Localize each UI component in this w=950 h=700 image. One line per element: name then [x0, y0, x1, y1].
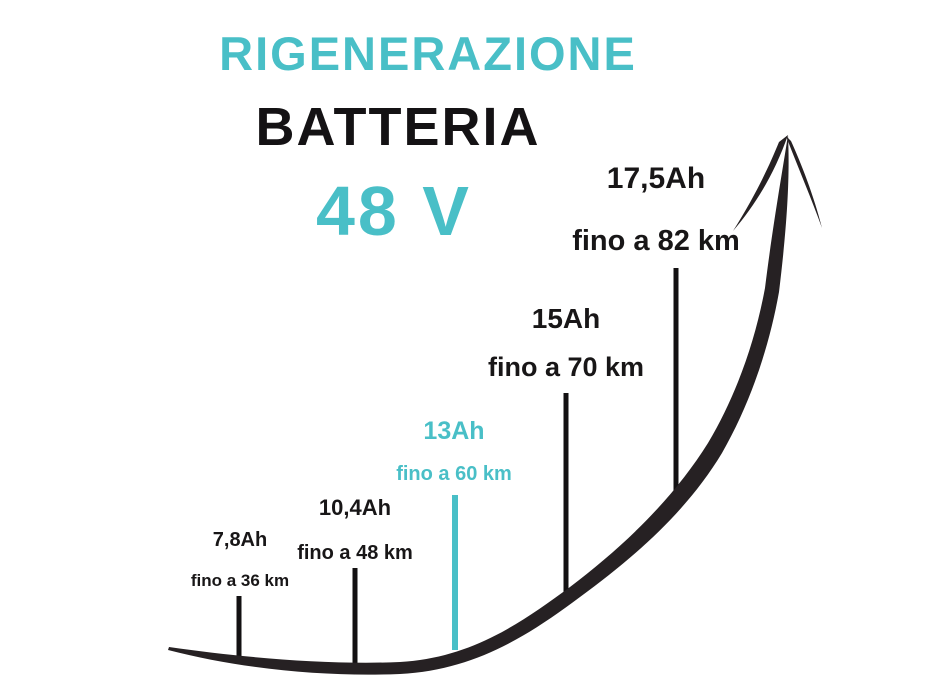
- marker-17-5ah: 17,5Ah fino a 82 km: [572, 162, 740, 258]
- marker-10-4ah: 10,4Ah fino a 48 km: [297, 495, 413, 565]
- capacity-label: 15Ah: [531, 303, 601, 334]
- range-label: fino a 36 km: [190, 571, 290, 590]
- capacity-label: 10,4Ah: [318, 495, 392, 520]
- marker-13ah-highlighted: 13Ah fino a 60 km: [396, 417, 512, 486]
- voltage-label: 48 V: [316, 172, 472, 250]
- range-label: fino a 82 km: [572, 225, 740, 257]
- capacity-label: 7,8Ah: [212, 529, 268, 551]
- range-label: fino a 70 km: [487, 352, 645, 382]
- arrowhead-left-barb: [733, 135, 788, 231]
- page-subtitle: BATTERIA: [255, 97, 541, 157]
- range-label: fino a 60 km: [396, 463, 512, 485]
- capacity-label: 17,5Ah: [606, 162, 706, 195]
- marker-7-8ah: 7,8Ah fino a 36 km: [191, 529, 289, 591]
- page-title: RIGENERAZIONE: [219, 27, 637, 80]
- capacity-label: 13Ah: [423, 417, 485, 445]
- arrowhead-right-barb: [786, 136, 822, 228]
- growth-curve-swoosh: [168, 135, 789, 675]
- range-label: fino a 48 km: [297, 542, 413, 564]
- marker-15ah: 15Ah fino a 70 km: [488, 303, 644, 383]
